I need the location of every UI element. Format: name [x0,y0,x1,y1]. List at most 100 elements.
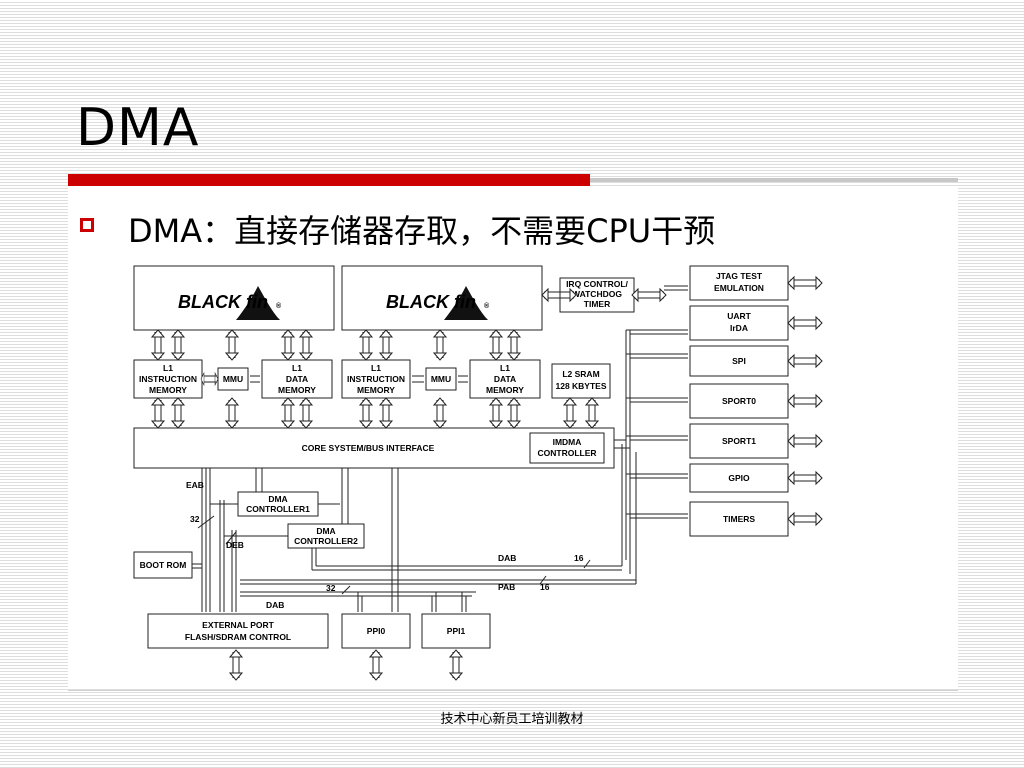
registered-mark: ® [276,302,282,310]
pab-label: PAB [498,582,515,592]
imdma-controller-box: IMDMA CONTROLLER [529,432,605,464]
bidirectional-arrow-icon [507,397,521,429]
bidirectional-arrow-icon [299,397,313,429]
eab-label: EAB [186,480,204,490]
bidirectional-arrow-icon [787,512,823,526]
bidirectional-arrow-icon [379,397,393,429]
svg-text:SPORT0: SPORT0 [722,396,756,406]
svg-text:L1: L1 [371,363,381,373]
timers-box: TIMERS [689,501,789,537]
jtag-test-emulation-box: JTAG TEST EMULATION [689,265,789,301]
dab-label: DAB [266,600,284,610]
bidirectional-arrow-icon [449,649,463,681]
svg-text:SPI: SPI [732,356,746,366]
svg-text:IRQ CONTROL/: IRQ CONTROL/ [566,279,628,289]
svg-text:TIMER: TIMER [584,299,610,309]
bidirectional-arrow-icon [585,397,599,429]
svg-text:L1: L1 [163,363,173,373]
bidirectional-arrow-icon [225,397,239,429]
bidirectional-arrow-icon [200,372,219,386]
svg-text:CONTROLLER: CONTROLLER [537,448,596,458]
svg-text:L1: L1 [292,363,302,373]
svg-text:DMA: DMA [316,526,335,536]
footer-rule [68,690,958,691]
dma-controller2-box: DMA CONTROLLER2 [287,523,365,549]
svg-text:CONTROLLER2: CONTROLLER2 [294,536,358,546]
svg-text:128 KBYTES: 128 KBYTES [555,381,606,391]
svg-text:INSTRUCTION: INSTRUCTION [347,374,405,384]
l1-data-memory-a: L1 DATA MEMORY [261,359,333,399]
svg-text:DATA: DATA [494,374,516,384]
svg-text:SPORT1: SPORT1 [722,436,756,446]
core-b-logo-box: BLACK fin ® [341,265,543,331]
lower-bus-lines [192,444,637,612]
bidirectional-arrow-icon [229,649,243,681]
dab-label: DAB [498,553,516,563]
svg-text:TIMERS: TIMERS [723,514,755,524]
uart-irda-box: UART IrDA [689,305,789,341]
mmu-a: MMU [217,367,249,391]
svg-text:WATCHDOG: WATCHDOG [572,289,622,299]
bidirectional-arrow-icon [225,329,239,361]
slide-footer: 技术中心新员工培训教材 [440,712,584,727]
bullet-square-icon [80,218,94,232]
bidirectional-arrow-icon [507,329,521,361]
bullet-text: DMA：直接存储器存取，不需要CPU干预 [128,212,716,250]
svg-text:PPI0: PPI0 [367,626,386,636]
title-rule-red [68,174,590,186]
svg-text:DMA: DMA [268,494,287,504]
registered-mark: ® [484,302,490,310]
svg-text:MEMORY: MEMORY [486,385,524,395]
spi-box: SPI [689,345,789,377]
svg-text:JTAG TEST: JTAG TEST [716,271,763,281]
bidirectional-arrow-icon [563,397,577,429]
bidirectional-arrow-icon [787,354,823,368]
bidirectional-arrow-icon [379,329,393,361]
bidirectional-arrow-icon [151,397,165,429]
bidirectional-arrow-icon [369,649,383,681]
bidirectional-arrow-icon [359,397,373,429]
deb-label: DEB [226,540,244,550]
peripheral-bus-lines [614,285,688,574]
sport1-box: SPORT1 [689,423,789,459]
bidirectional-arrow-icon [489,397,503,429]
svg-text:CONTROLLER1: CONTROLLER1 [246,504,310,514]
svg-text:MMU: MMU [431,374,451,384]
svg-text:EMULATION: EMULATION [714,283,764,293]
svg-text:MEMORY: MEMORY [149,385,187,395]
l2-sram-box: L2 SRAM 128 KBYTES [551,363,611,399]
core-a-logo-box: BLACK fin ® [133,265,335,331]
bidirectional-arrow-icon [787,316,823,330]
l1-instruction-memory-a: L1 INSTRUCTION MEMORY [133,359,203,399]
bus-width-label: 32 [190,514,200,524]
bus-width-label: 16 [540,582,550,592]
ppi1-box: PPI1 [421,613,491,649]
bidirectional-arrow-icon [787,434,823,448]
blackfin-logo-text: BLACK fin [386,292,476,312]
l1-data-memory-b: L1 DATA MEMORY [469,359,541,399]
svg-text:IrDA: IrDA [730,323,748,333]
bidirectional-arrow-icon [631,288,667,302]
bidirectional-arrow-icon [359,329,373,361]
sport0-box: SPORT0 [689,383,789,419]
bidirectional-arrow-icon [171,329,185,361]
bidirectional-arrow-icon [171,397,185,429]
svg-text:BOOT ROM: BOOT ROM [140,560,187,570]
gpio-box: GPIO [689,463,789,493]
svg-text:INSTRUCTION: INSTRUCTION [139,374,197,384]
svg-text:FLASH/SDRAM CONTROL: FLASH/SDRAM CONTROL [185,632,291,642]
svg-text:MMU: MMU [223,374,243,384]
bus-width-label: 32 [326,583,336,593]
ppi0-box: PPI0 [341,613,411,649]
bidirectional-arrow-icon [281,329,295,361]
svg-text:L1: L1 [500,363,510,373]
l1-instruction-memory-b: L1 INSTRUCTION MEMORY [341,359,411,399]
bidirectional-arrow-icon [787,276,823,290]
boot-rom-box: BOOT ROM [133,551,193,579]
bus-width-label: 16 [574,553,584,563]
bidirectional-arrow-icon [299,329,313,361]
bidirectional-arrow-icon [204,375,468,383]
mmu-b: MMU [425,367,457,391]
external-port-box: EXTERNAL PORT FLASH/SDRAM CONTROL [147,613,329,649]
